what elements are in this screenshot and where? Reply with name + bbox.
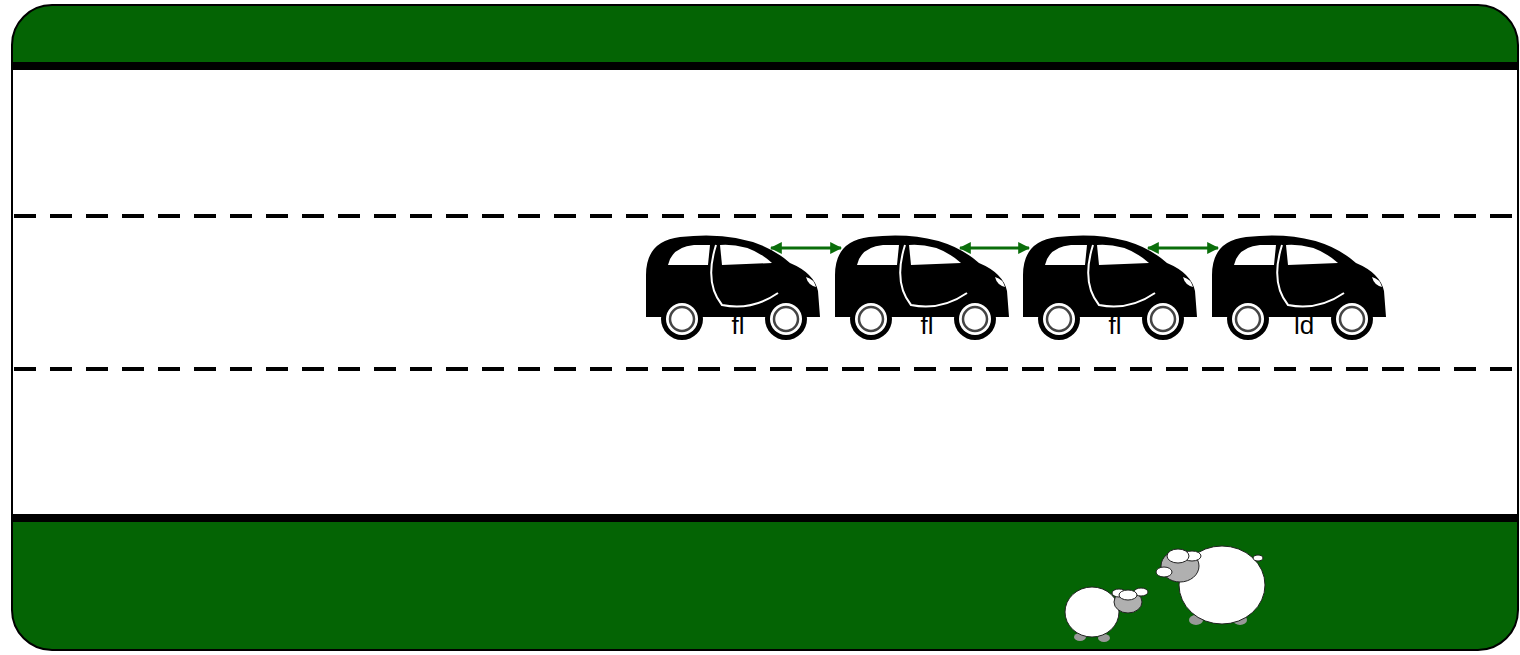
car-role-label: ld (1272, 311, 1336, 339)
road-surface (12, 66, 1518, 518)
car-node: ld (1206, 233, 1388, 341)
car-wheel-hub (1236, 307, 1260, 331)
car-headlight (1183, 277, 1193, 287)
car-door-line (711, 245, 778, 307)
car-node: fl (1017, 233, 1199, 341)
car-wheel (1038, 298, 1080, 340)
car-headlight (995, 277, 1005, 287)
car-window (720, 245, 772, 265)
car-node: fl (829, 233, 1011, 341)
road-edge (12, 514, 1518, 522)
car-wheel (661, 298, 703, 340)
car-wheel-rim (770, 303, 802, 335)
car-window (857, 245, 899, 265)
car-wheel-hub (1151, 307, 1175, 331)
car-shape (1017, 233, 1199, 341)
car-role-label: fl (1083, 311, 1147, 339)
car-door-line (1088, 245, 1155, 307)
car-wheel-hub (1047, 307, 1071, 331)
car-wheel-rim (1147, 303, 1179, 335)
car-wheel (850, 298, 892, 340)
car-wheel-rim (959, 303, 991, 335)
car-wheel-rim (1232, 303, 1264, 335)
road-illustration (12, 5, 1518, 650)
sheep-large (1156, 546, 1265, 625)
car-window (1097, 245, 1149, 265)
car-node: fl (640, 233, 822, 341)
lane-marking (14, 214, 1518, 218)
road-edge (12, 62, 1518, 70)
car-window (1234, 245, 1276, 265)
car-wheel-hub (1340, 307, 1364, 331)
car-wheel (954, 298, 996, 340)
car-wheel-rim (666, 303, 698, 335)
car-door-line (1277, 245, 1344, 307)
car-door-line (900, 245, 967, 307)
car-shape (640, 233, 822, 341)
car-window (909, 245, 961, 265)
car-wheel (1142, 298, 1184, 340)
car-wheel (1331, 298, 1373, 340)
car-wheel-hub (670, 307, 694, 331)
car-window (668, 245, 710, 265)
car-headlight (806, 277, 816, 287)
car-wheel (1227, 298, 1269, 340)
frame (12, 5, 1518, 650)
spacing-arrow (1148, 247, 1218, 250)
car-window (1045, 245, 1087, 265)
sheep-small (1065, 587, 1148, 642)
car-role-label: fl (706, 311, 770, 339)
car-shape (829, 233, 1011, 341)
car-wheel-hub (774, 307, 798, 331)
car-wheel-hub (963, 307, 987, 331)
spacing-arrow (771, 247, 841, 250)
car-wheel-hub (859, 307, 883, 331)
car-headlight (1372, 277, 1382, 287)
spacing-arrow (960, 247, 1029, 250)
grass (12, 5, 1518, 650)
car-window (1286, 245, 1338, 265)
car-wheel-rim (1043, 303, 1075, 335)
car-wheel-rim (855, 303, 887, 335)
lane-marking (14, 367, 1518, 371)
car-wheel-rim (1336, 303, 1368, 335)
car-wheel (765, 298, 807, 340)
car-role-label: fl (895, 311, 959, 339)
